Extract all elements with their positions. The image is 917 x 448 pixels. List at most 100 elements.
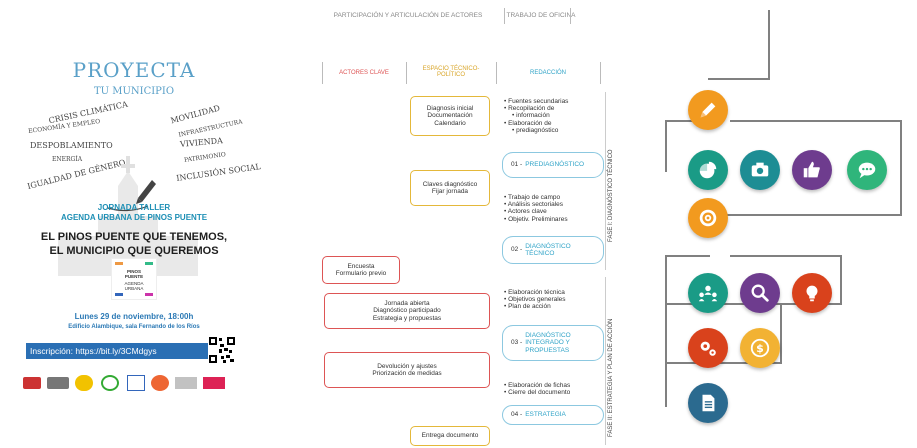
step-text: Devolución y ajustes <box>377 362 437 370</box>
bullet-item: Cierre del documento <box>504 389 600 396</box>
workshop-name: AGENDA URBANA DE PINOS PUENTE <box>60 213 208 222</box>
bullet-item: información <box>504 112 600 119</box>
chat-icon <box>847 150 887 190</box>
phase-2-text: FASE II: ESTRATEGIA Y PLAN DE ACCIÓN <box>608 318 614 437</box>
divider <box>600 62 601 84</box>
connector-line <box>730 255 842 257</box>
pill-line: PROPUESTAS <box>525 346 570 354</box>
logo-text: PINOS <box>126 269 141 274</box>
process-diagram: PARTICIPACIÓN Y ARTICULACIÓN DE ACTORES … <box>318 0 616 448</box>
bullet-item: Elaboración de <box>504 120 600 127</box>
step-text: Estrategia y propuestas <box>372 314 442 322</box>
connector-line <box>730 120 902 122</box>
event-venue: Edificio Alambique, sala Fernando de los… <box>68 324 200 330</box>
event-date: Lunes 29 de noviembre, 18:00h <box>74 312 194 321</box>
tagline-line: EL MUNICIPIO QUE QUEREMOS <box>49 245 219 257</box>
topic-word: DESPOBLAMIENTO <box>30 141 113 150</box>
logo-text: URBANA <box>124 286 144 291</box>
document-icon <box>688 383 728 423</box>
connector-line <box>665 120 667 172</box>
bullet-item: Elaboración de fichas <box>504 382 600 389</box>
bullet-list: Elaboración de fichas Cierre del documen… <box>504 382 600 396</box>
church-silhouette <box>58 156 198 276</box>
logo-text: PUENTE <box>124 274 144 279</box>
bullet-list: Elaboración técnica Objetivos generales … <box>504 289 600 311</box>
step-text: Fijar jornada <box>431 188 469 195</box>
step-text: Diagnóstico participado <box>373 307 441 315</box>
bullet-item: Plan de acción <box>504 303 600 310</box>
camera-icon <box>740 150 780 190</box>
header-participacion: PARTICIPACIÓN Y ARTICULACIÓN DE ACTORES <box>333 12 483 19</box>
column-espacio: ESPACIO TÉCNICO- POLÍTICO <box>410 66 492 78</box>
step-text: Formulario previo <box>335 270 387 277</box>
phase-2-label: FASE II: ESTRATEGIA Y PLAN DE ACCIÓN <box>605 277 616 445</box>
connector-line <box>840 255 842 305</box>
connector-line <box>665 255 667 305</box>
divider <box>322 62 323 84</box>
pill-line: DIAGNÓSTICO <box>525 242 571 250</box>
step-text: Encuesta <box>347 262 375 270</box>
pencil-icon <box>688 90 728 130</box>
bullet-item: Actores clave <box>504 208 600 215</box>
pill-line: INTEGRADO Y <box>525 339 570 347</box>
bullet-item: Elaboración técnica <box>504 289 600 296</box>
pill-line: DIAGNÓSTICO <box>525 331 571 339</box>
bullet-item: Trabajo de campo <box>504 194 600 201</box>
people-icon <box>688 273 728 313</box>
inscription-link[interactable]: Inscripción: https://bit.ly/3CMdgys <box>26 343 208 359</box>
step-box: Claves diagnóstico Fijar jornada <box>410 170 490 206</box>
lightbulb-icon <box>792 273 832 313</box>
gears-icon <box>688 328 728 368</box>
column-redaccion: REDACCIÓN <box>529 70 566 76</box>
bullet-list: Trabajo de campo Análisis sectoriales Ac… <box>504 194 600 223</box>
connector-line <box>900 120 902 216</box>
bullet-text: información <box>516 112 550 120</box>
column-actores: ACTORES CLAVE <box>339 70 389 76</box>
topic-word: ENERGÍA <box>52 156 83 163</box>
pill-line: TÉCNICO <box>525 250 555 257</box>
step-text: Calendario <box>434 119 466 127</box>
pill-number: 02 - <box>511 246 523 254</box>
step-text: Diagnosis inicial <box>426 104 474 112</box>
bullet-item: Objetiv. Preliminares <box>504 216 600 223</box>
step-box: Diagnosis inicial Documentación Calendar… <box>410 96 490 136</box>
poster-subtitle: TU MUNICIPIO <box>93 86 175 97</box>
bullet-list: Fuentes secundarias Recopilación de info… <box>504 98 600 134</box>
divider <box>570 8 571 24</box>
bullet-item: Objetivos generales <box>504 296 600 303</box>
phase-1-text: FASE I: DIAGNÓSTICO TÉCNICO <box>608 149 614 242</box>
event-poster: PROYECTA TU MUNICIPIO CRISIS CLIMÁTICA E… <box>18 28 261 413</box>
bullet-text: prediagnóstico <box>516 126 559 134</box>
pill-number: 04 - <box>511 411 523 419</box>
step-text: Priorización de medidas <box>372 370 442 377</box>
header-trabajo: TRABAJO DE OFICINA <box>506 12 576 19</box>
tagline-line: EL PINOS PUENTE QUE TENEMOS, <box>40 231 228 243</box>
icon-tree: $ <box>640 0 917 448</box>
divider <box>504 8 505 24</box>
target-icon <box>688 198 728 238</box>
phase-1-label: FASE I: DIAGNÓSTICO TÉCNICO <box>605 92 616 270</box>
step-text: Entrega documento <box>421 432 479 440</box>
connector-line <box>708 214 902 216</box>
phase-pill: 04 -ESTRATEGIA <box>502 405 604 425</box>
bullet-item: Fuentes secundarias <box>504 98 600 105</box>
column-label: ESPACIO TÉCNICO- <box>422 66 480 72</box>
step-box: Encuesta Formulario previo <box>322 256 400 284</box>
connector-line <box>768 10 770 80</box>
step-box: Devolución y ajustes Priorización de med… <box>324 352 490 388</box>
phase-pill: 01 -PREDIAGNÓSTICO <box>502 152 604 178</box>
divider <box>496 62 497 84</box>
dollar-icon: $ <box>740 328 780 368</box>
divider <box>406 62 407 84</box>
magnifier-icon <box>740 273 780 313</box>
pill-number: 01 - <box>511 161 523 169</box>
bullet-item: Análisis sectoriales <box>504 201 600 208</box>
bullet-item: Recopilación de <box>504 105 600 112</box>
connector-line <box>665 303 667 363</box>
step-text: Claves diagnóstico <box>422 180 478 188</box>
logo-text: AGENDA <box>124 281 144 286</box>
